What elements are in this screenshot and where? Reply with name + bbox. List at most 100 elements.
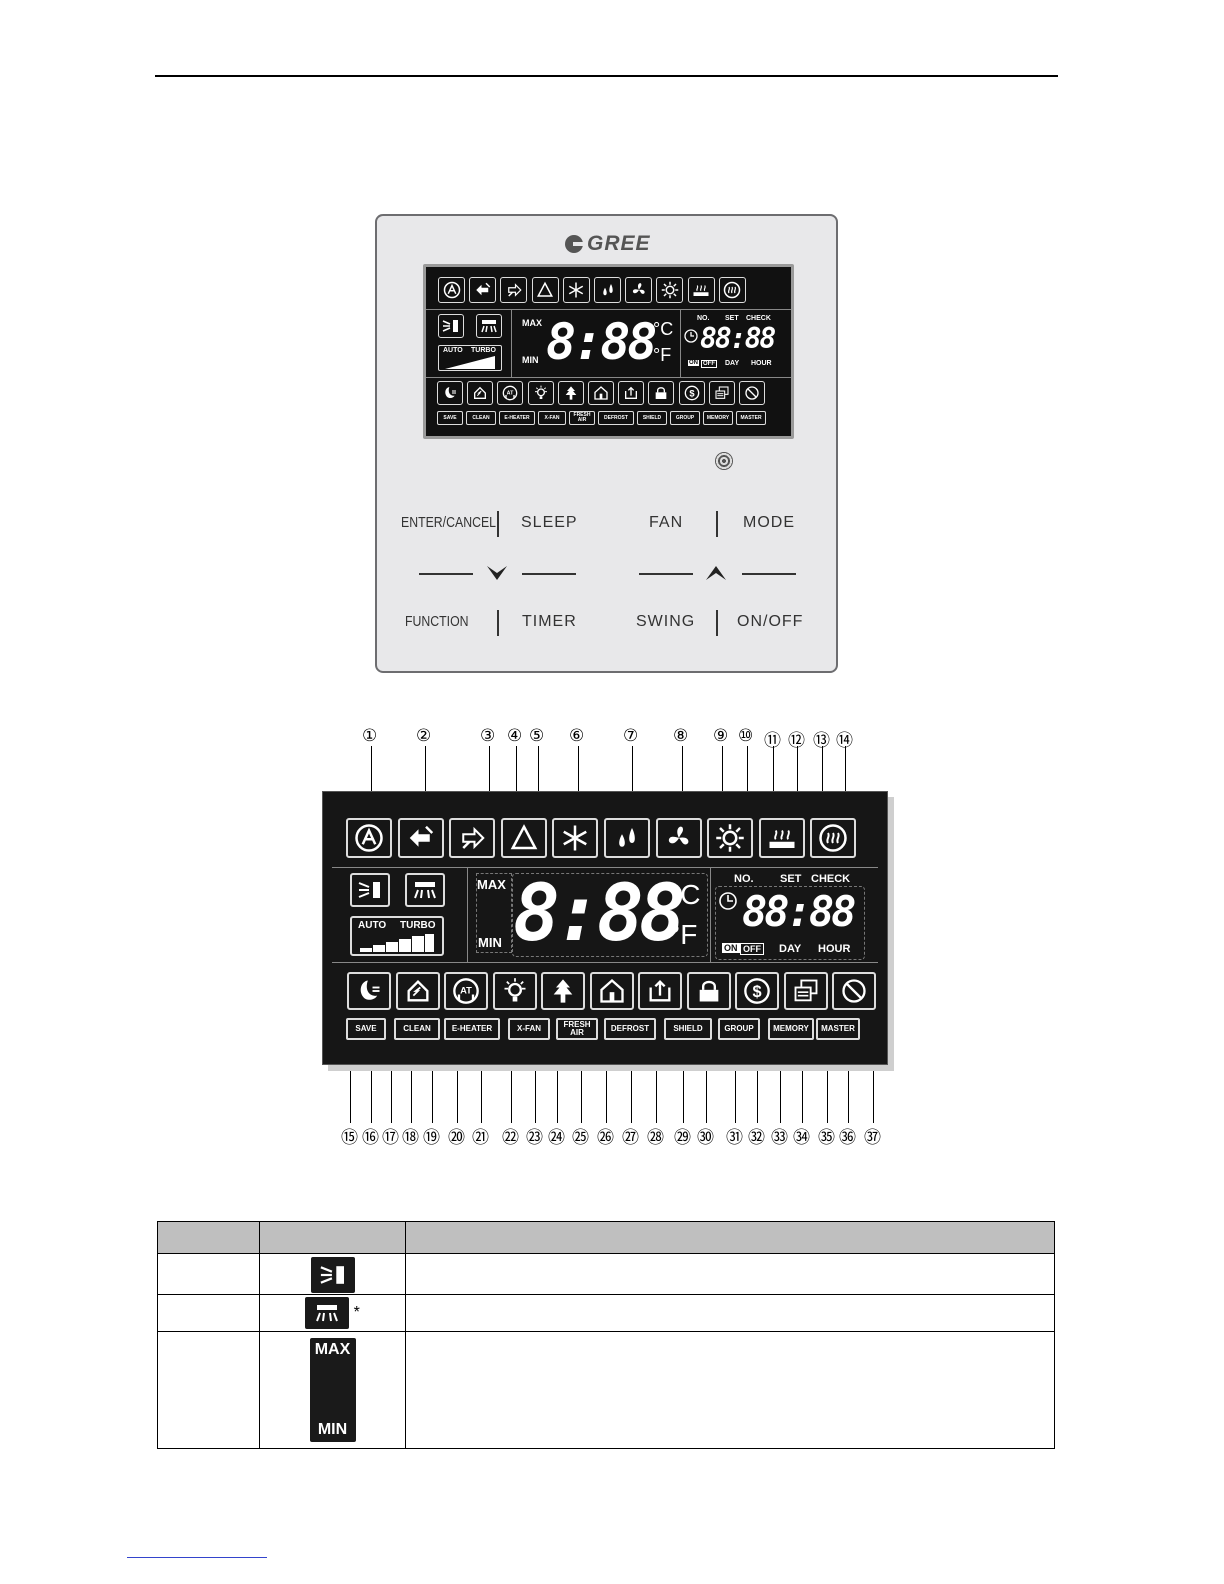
label-defrost: DEFROST [604,1018,656,1040]
down-line-right [522,573,576,575]
callout-top-4: ④ [507,726,523,746]
callout-leader [848,1040,849,1123]
callout-leader [822,746,823,820]
tree-icon [541,972,585,1010]
fan-speed-box: AUTO TURBO [350,916,444,956]
callout-bottom-34: ㉞ [793,1128,810,1148]
gree-logo-icon [565,235,583,253]
label-memory: MEMORY [768,1018,814,1040]
bulb-icon [492,972,537,1010]
asterisk-note: * [353,1304,360,1321]
swing-button[interactable]: SWING [636,613,696,630]
label-shield: SHIELD [664,1018,712,1040]
separator [497,511,499,537]
clean-icon [467,381,494,405]
callout-leader [350,1040,351,1123]
svg-text:AT: AT [460,985,472,995]
callout-bottom-19: ⑲ [423,1128,440,1148]
label-master: MASTER [736,411,766,425]
callout-top-11: ⑪ [764,731,781,751]
turbo-label: TURBO [471,347,496,354]
callout-bottom-17: ⑰ [382,1128,399,1148]
callout-top-13: ⑬ [813,731,830,751]
callout-leader [757,1040,758,1123]
callout-bottom-24: ㉔ [548,1128,565,1148]
hour-label: HOUR [818,943,851,955]
callout-bottom-20: ⑳ [448,1128,465,1148]
group-icon [708,381,735,405]
swing-left-right-icon [405,873,445,907]
callout-bottom-27: ㉗ [622,1128,639,1148]
callout-top-7: ⑦ [623,726,639,746]
callout-top-5: ⑤ [529,726,545,746]
triangle-icon [500,818,547,858]
callout-bottom-21: ㉑ [472,1128,489,1148]
sleep-button[interactable]: SLEEP [521,514,578,531]
swing-left-right-icon [305,1297,350,1329]
table-cell [405,1253,1055,1295]
callout-leader [682,746,683,820]
label-save: SAVE [437,411,463,425]
timer-button[interactable]: TIMER [522,613,577,630]
header-icon [259,1221,406,1254]
auto-mode-icon [438,277,465,303]
callout-leader [391,1040,392,1123]
callout-leader [780,1040,781,1123]
on-label: ON [722,943,740,953]
callout-leader [706,1040,707,1123]
callout-leader [827,1040,828,1123]
min-label: MIN [478,935,502,950]
up-line-right [742,573,796,575]
callout-bottom-16: ⑯ [362,1128,379,1148]
tree-icon [557,381,584,405]
table-row: * [157,1294,1055,1332]
clock-icon [719,892,737,910]
swing-left-right-icon [476,314,502,338]
set-label: SET [780,873,802,885]
callout-bottom-37: ㊲ [864,1128,881,1148]
heat-mode-icon [707,818,754,858]
fan-button[interactable]: FAN [649,514,684,531]
function-button[interactable]: FUNCTION [405,613,469,630]
enter-cancel-button[interactable]: ENTER/CANCEL [401,514,497,531]
label-memory: MEMORY [703,411,733,425]
off-label: OFF [740,943,764,955]
up-arrow-button[interactable] [705,564,727,582]
callout-leader [773,746,774,820]
cool-mode-icon [552,818,599,858]
swing-up-down-icon [350,873,390,907]
separator [716,610,718,636]
fan-mode-left-icon [469,277,497,303]
table-cell: MAX MIN [259,1331,406,1449]
label-group: GROUP [670,411,700,425]
callout-top-10: ⑩ [738,726,754,746]
no-label: NO. [734,873,754,885]
floor-heat-icon [687,277,715,303]
mode-button[interactable]: MODE [743,514,795,531]
svg-text:AT: AT [507,390,514,396]
callout-leader [735,1040,736,1123]
svg-text:$: $ [752,983,761,1001]
swing-up-down-icon [438,314,464,338]
clock-digits: 88:88 [742,887,856,936]
down-arrow-button[interactable] [486,564,508,582]
max-label: MAX [522,318,542,328]
max-min-icon: MAX MIN [309,1338,356,1442]
temperature-digits: 8:88 [546,313,657,371]
auto-label: AUTO [358,920,387,931]
table-cell: * [259,1294,406,1332]
auto-mode-icon [346,818,392,858]
callout-bottom-23: ㉓ [526,1128,543,1148]
callout-bottom-22: ㉒ [502,1128,519,1148]
label-master: MASTER [816,1018,860,1040]
label-group: GROUP [718,1018,760,1040]
sleep-icon [437,381,463,405]
fahrenheit-unit: °F [669,919,698,950]
off-label: OFF [701,360,717,368]
fan-mode-right-icon [449,818,496,858]
label-e-heater: E-HEATER [499,411,535,425]
heat-mode-icon [656,277,684,303]
label-defrost: DEFROST [598,411,634,425]
on-off-button[interactable]: ON/OFF [737,613,804,630]
